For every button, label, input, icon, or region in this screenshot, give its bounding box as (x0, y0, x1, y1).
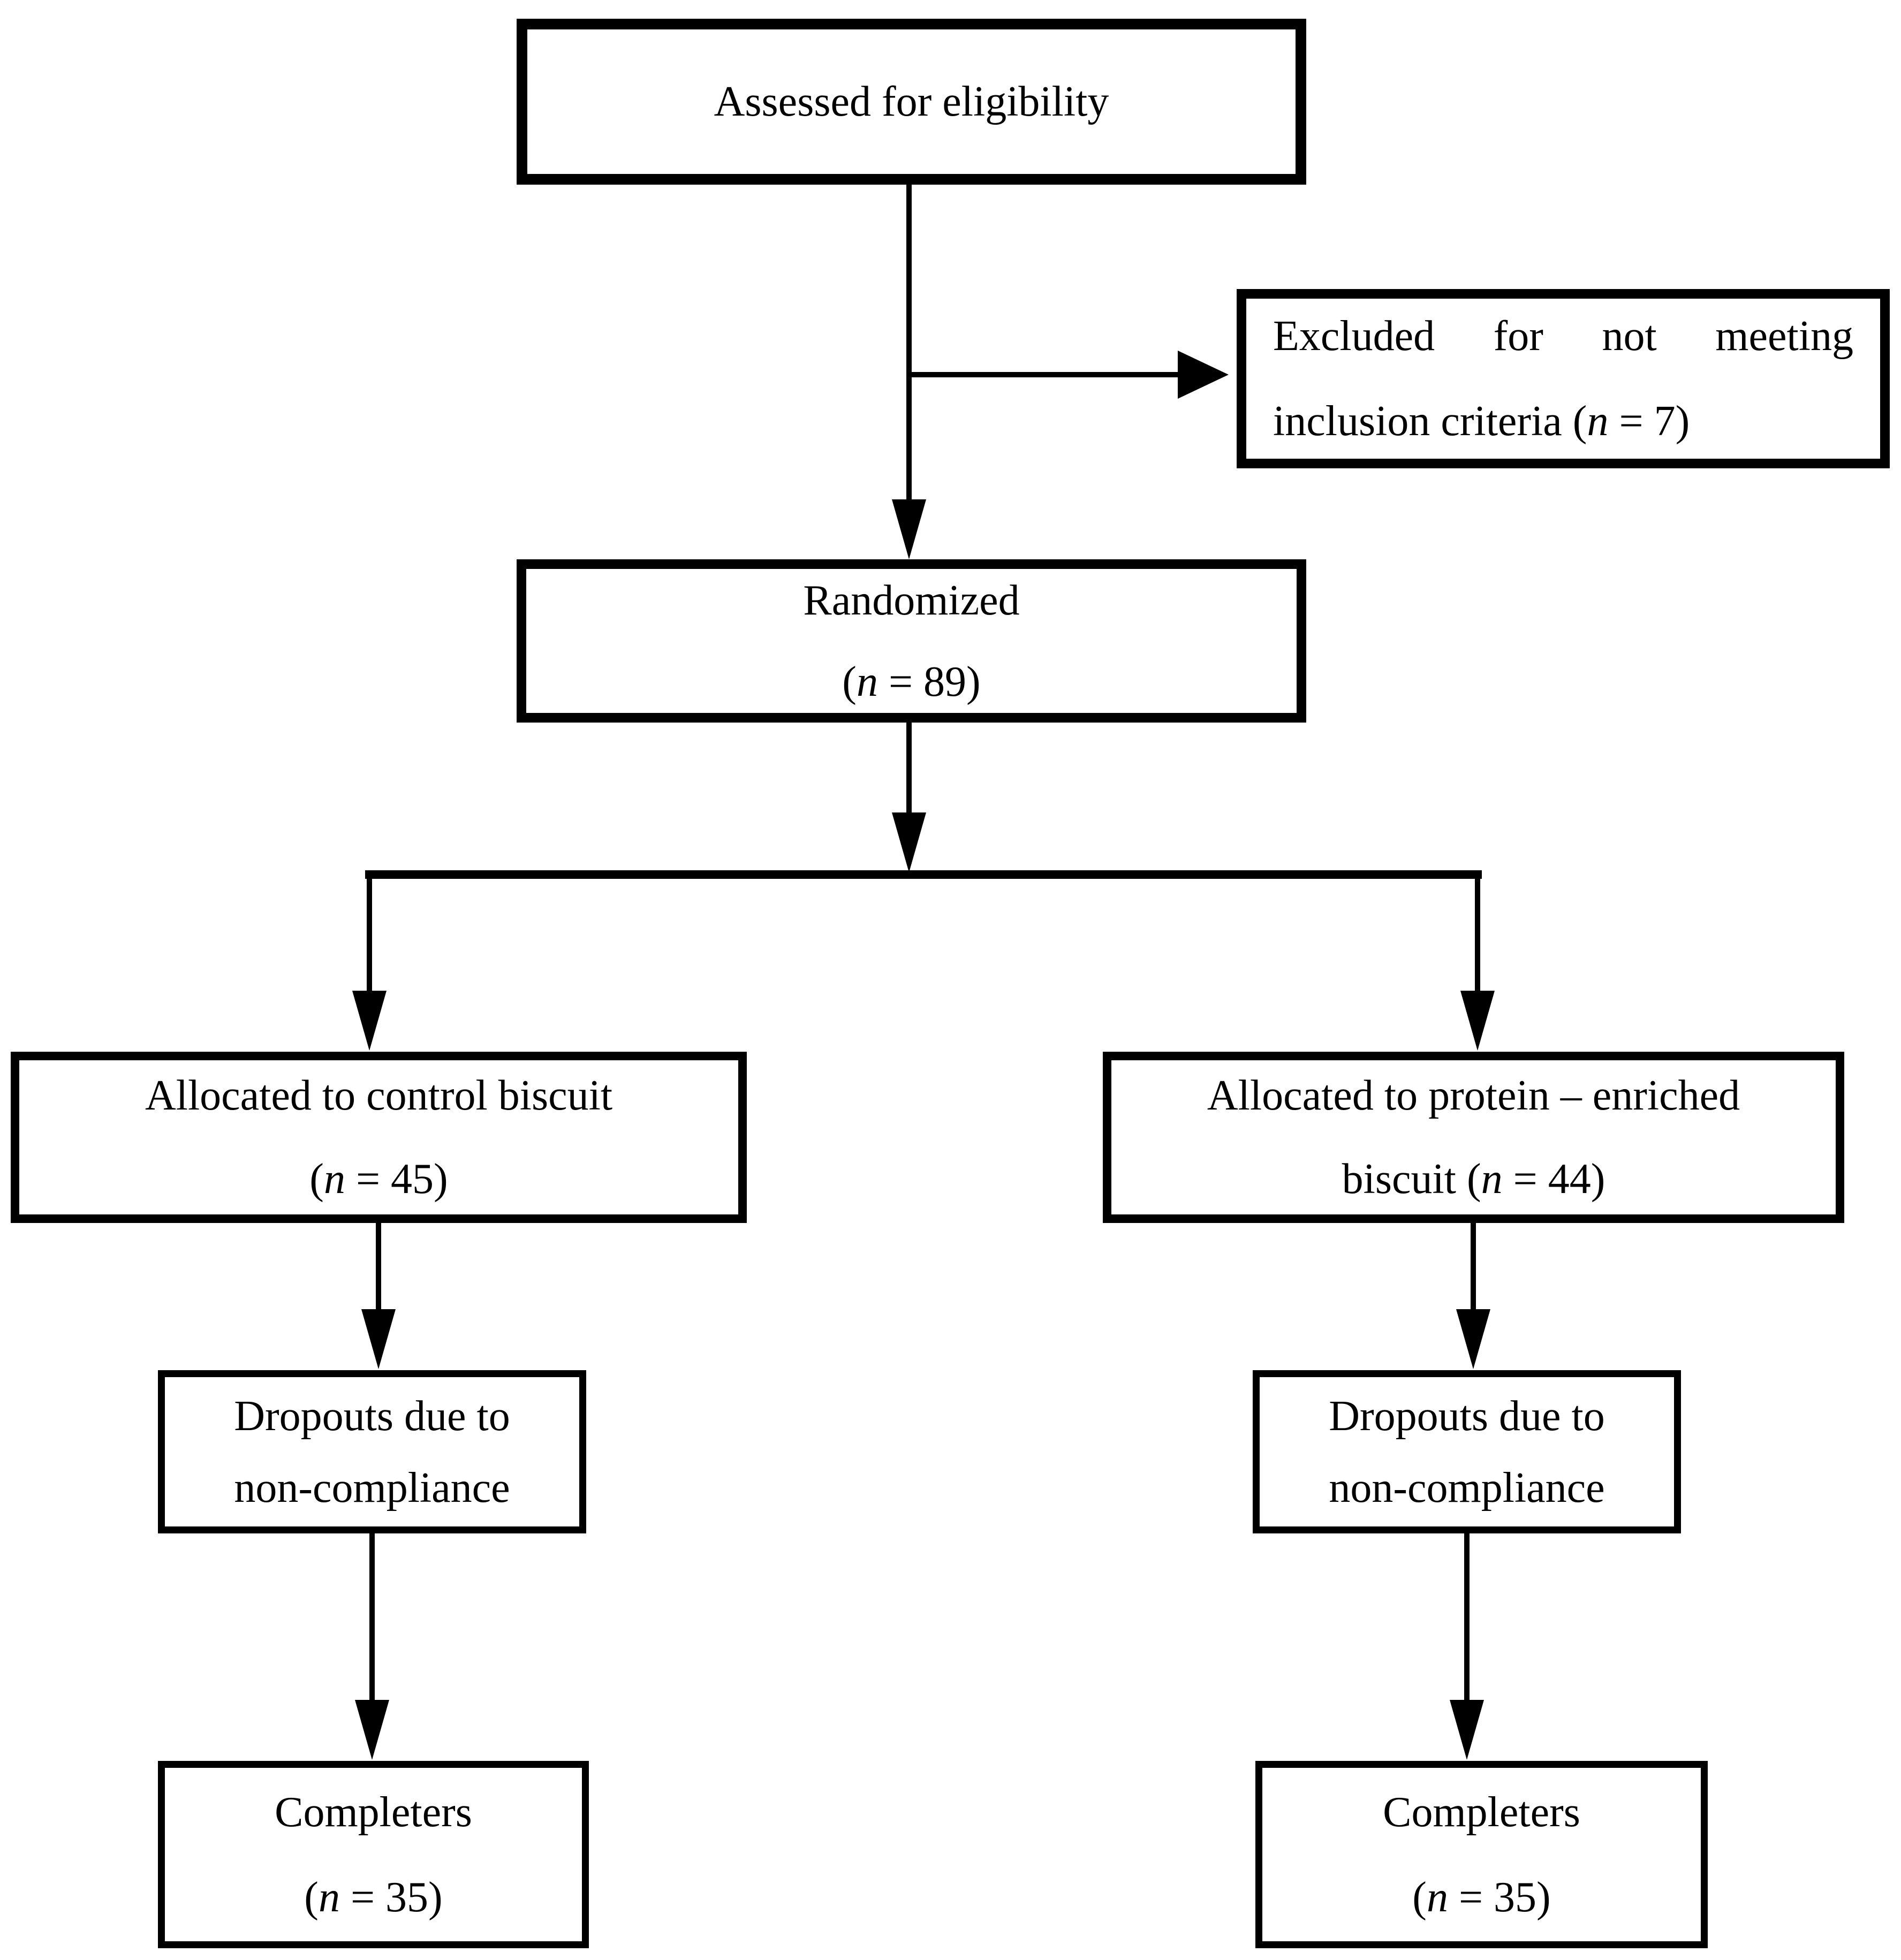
connector-assessed-to-randomized (906, 184, 912, 500)
split-bar (365, 870, 1482, 879)
arrowhead-into-randomized-icon (892, 499, 926, 559)
excluded-line2: inclusion criteria (n = 7) (1273, 393, 1853, 449)
dropouts-control-line2: non-compliance (234, 1464, 510, 1511)
randomized-n-open: ( (842, 658, 857, 705)
randomized-n-value: = 89) (877, 658, 981, 705)
dropouts-protein-line2: non-compliance (1329, 1464, 1605, 1511)
arrowhead-into-excluded-icon (1178, 351, 1229, 399)
dropouts-control-line1: Dropouts due to (234, 1392, 510, 1440)
allocated-control-n-value: = 45) (345, 1156, 448, 1203)
excluded-word-4: meeting (1715, 313, 1853, 360)
box-allocated-control-biscuit: Allocated to control biscuit (n = 45) (11, 1052, 747, 1223)
completers-control-n-value: = 35) (339, 1873, 443, 1921)
completers-protein-count: (n = 35) (1412, 1870, 1550, 1925)
excluded-line1: Excluded for not meeting (1273, 308, 1853, 364)
arrowhead-into-dropouts-control-icon (361, 1309, 396, 1369)
completers-protein-n-open: ( (1412, 1873, 1427, 1921)
arrowhead-into-allocated-control-icon (352, 991, 387, 1051)
connector-randomized-to-split (906, 723, 912, 814)
allocated-control-n-open: ( (309, 1156, 324, 1203)
connector-dropouts-protein-to-completers (1464, 1532, 1470, 1701)
completers-control-n-symbol: n (318, 1873, 340, 1921)
excluded-line2-text: inclusion criteria ( (1273, 398, 1587, 445)
connector-allocated-control-to-dropouts (376, 1222, 381, 1310)
allocated-protein-line2: biscuit (n = 44) (1342, 1151, 1605, 1207)
box-allocated-protein-enriched-biscuit: Allocated to protein – enriched biscuit … (1103, 1052, 1844, 1223)
excluded-word-1: Excluded (1273, 313, 1435, 360)
completers-protein-n-value: = 35) (1448, 1873, 1551, 1921)
allocated-protein-line2-text: biscuit ( (1342, 1156, 1481, 1203)
arrowhead-into-completers-control-icon (355, 1700, 389, 1760)
box-dropouts-protein: Dropouts due to non-compliance (1253, 1370, 1681, 1533)
randomized-title: Randomized (803, 576, 1020, 624)
allocated-protein-n-symbol: n (1481, 1156, 1503, 1203)
excluded-n-symbol: n (1587, 398, 1609, 445)
box-completers-protein: Completers (n = 35) (1255, 1761, 1708, 1948)
completers-protein-n-symbol: n (1426, 1873, 1448, 1921)
allocated-control-count: (n = 45) (309, 1151, 448, 1207)
box-completers-control: Completers (n = 35) (158, 1761, 589, 1948)
arrowhead-into-completers-protein-icon (1450, 1700, 1484, 1760)
excluded-n-value: = 7) (1608, 398, 1690, 445)
allocated-protein-n-value: = 44) (1502, 1156, 1605, 1203)
completers-control-n-open: ( (304, 1873, 319, 1921)
assessed-title: Assessed for eligibility (714, 78, 1109, 125)
allocated-control-n-symbol: n (323, 1156, 345, 1203)
completers-control-title: Completers (275, 1788, 472, 1836)
connector-split-to-allocated-protein (1475, 877, 1480, 992)
arrowhead-into-dropouts-protein-icon (1456, 1309, 1490, 1369)
arrowhead-into-split-icon (892, 812, 926, 872)
box-excluded: Excluded for not meeting inclusion crite… (1237, 289, 1890, 468)
dropouts-protein-line1: Dropouts due to (1329, 1392, 1605, 1440)
randomized-count: (n = 89) (842, 654, 980, 710)
connector-to-excluded (906, 372, 1178, 377)
box-assessed-for-eligibility: Assessed for eligibility (517, 19, 1306, 185)
randomized-n-symbol: n (856, 658, 878, 705)
connector-dropouts-control-to-completers (369, 1532, 375, 1701)
arrowhead-into-allocated-protein-icon (1460, 991, 1495, 1051)
excluded-word-3: not (1602, 313, 1657, 360)
excluded-word-2: for (1493, 313, 1543, 360)
allocated-protein-line1: Allocated to protein – enriched (1207, 1072, 1740, 1119)
box-dropouts-control: Dropouts due to non-compliance (158, 1370, 586, 1533)
box-randomized: Randomized (n = 89) (517, 559, 1306, 723)
connector-allocated-protein-to-dropouts (1471, 1222, 1476, 1310)
completers-protein-title: Completers (1383, 1788, 1580, 1836)
connector-split-to-allocated-control (367, 877, 372, 992)
allocated-control-title: Allocated to control biscuit (145, 1072, 613, 1119)
completers-control-count: (n = 35) (304, 1870, 442, 1925)
